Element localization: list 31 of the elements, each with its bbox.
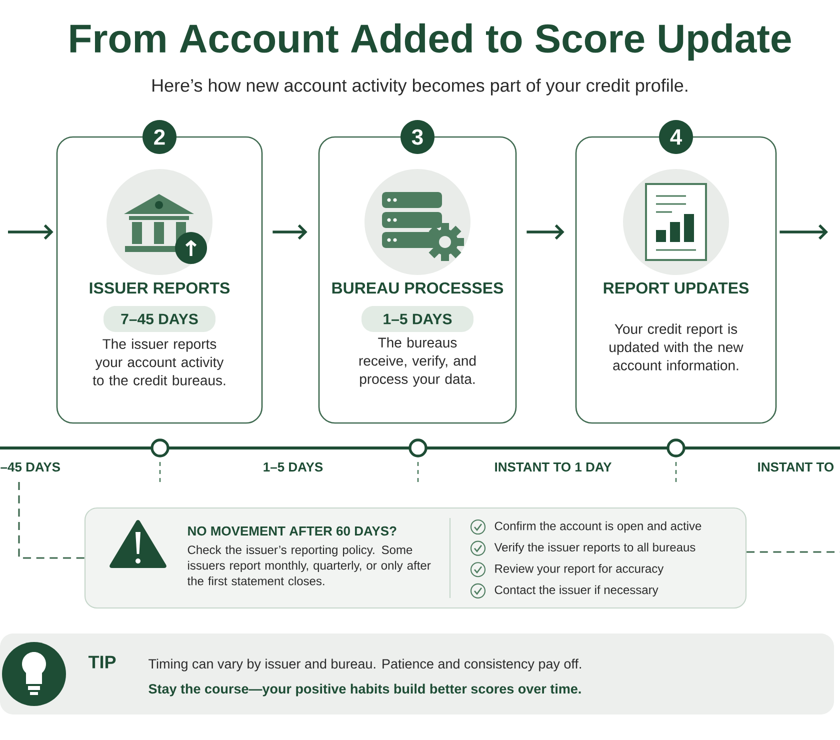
arrow [526,224,564,240]
duration-label: –45 DAYS [0,462,60,472]
arrow [272,224,308,240]
connector-line [18,482,84,559]
checklist-item: Review your report for accuracy [495,564,664,576]
step-badge: 4 [659,120,693,154]
step-description: The bureaus receive, verify, and process your data. [359,337,476,387]
step-description: The issuer reports your account activity to the credit bureaus. [92,338,226,386]
step-heading: BUREAU PROCESSES [332,282,504,294]
checklist-item: Contact the issuer if necessary [494,585,658,596]
step-heading: REPORT UPDATES [604,282,749,294]
warning-heading: NO MOVEMENT AFTER 60 DAYS? [188,526,396,536]
checklist-item: Verify the issuer reports to all bureaus [494,542,696,554]
duration-label: INSTANT TO 1 DAY [495,462,612,472]
step-badge: 3 [400,120,434,154]
duration-label: 1–5 DAYS [264,462,323,472]
duration-pill: 7–45 DAYS [104,306,216,332]
subtitle: Here’s how new account activity becomes part of your credit profile. [152,78,688,96]
step-description: Your credit report is updated with the new account information. [610,324,744,370]
tip-text: Timing can vary by issuer and bureau. Patience and consistency pay off. [148,658,581,672]
arrow [780,224,828,240]
checklist-item: Confirm the account is open and active [494,521,702,533]
duration-pill: 1–5 DAYS [362,306,474,332]
step-heading: ISSUER REPORTS [90,282,230,294]
tip-text: Stay the course—your positive habits build better scores over time. [148,684,581,696]
duration-label: INSTANT TO [758,462,834,472]
arrow [8,224,54,240]
tip-heading: TIP [88,656,116,668]
warning-text: Check the issuer’s reporting policy. Some issuers report monthly, quarterly, or only after the first statement closes. [187,545,431,586]
title: From Account Added to Score Update [70,23,791,61]
step-badge: 2 [142,120,176,154]
